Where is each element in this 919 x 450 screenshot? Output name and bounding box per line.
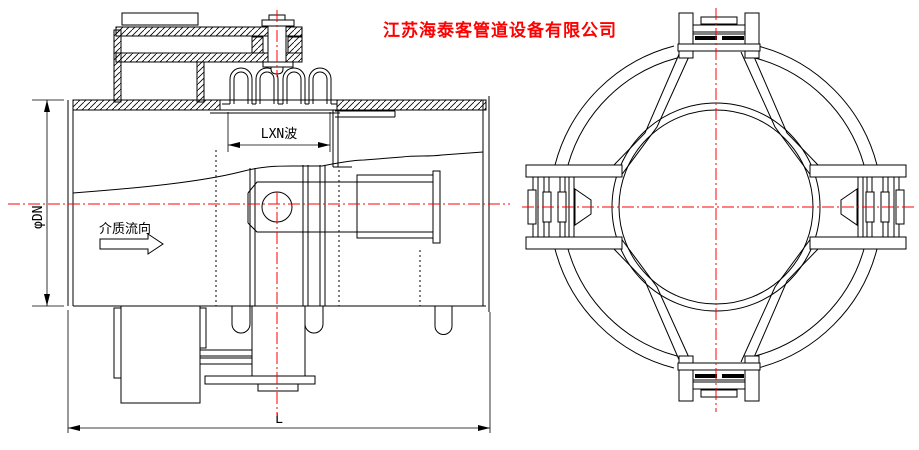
side-view: 介质流向 φDN LXN波 L [8,10,510,433]
rod-hangers [231,306,453,335]
gusset-plates [612,51,820,363]
bottom-box [113,305,316,404]
flow-direction: 介质流向 [99,221,164,255]
end-view [522,8,914,412]
pipe-shell [67,96,490,312]
hidden-edges [215,150,421,306]
top-bracket [677,12,761,59]
dim-bellows: LXN波 [227,112,331,152]
dim-diameter-label: φDN [31,206,46,229]
tie-rods [249,165,326,306]
flow-direction-label: 介质流向 [99,221,151,237]
bellows [222,67,337,105]
dim-length-label: L [275,412,283,427]
top-frame [113,12,303,103]
company-title: 江苏海泰客管道设备有限公司 [383,20,617,40]
collar [332,110,352,168]
hinge-link [247,170,441,244]
clevis [356,174,434,239]
outer-ring [554,45,878,369]
guide-sleeve [335,110,396,118]
dim-diameter: φDN [31,99,64,307]
bottom-bracket [677,355,761,402]
inner-contour [72,151,484,194]
link-end-plate [432,170,441,244]
flow-arrow [99,233,164,255]
dim-length: L [67,310,491,433]
dim-bellows-label: LXN波 [261,127,297,142]
